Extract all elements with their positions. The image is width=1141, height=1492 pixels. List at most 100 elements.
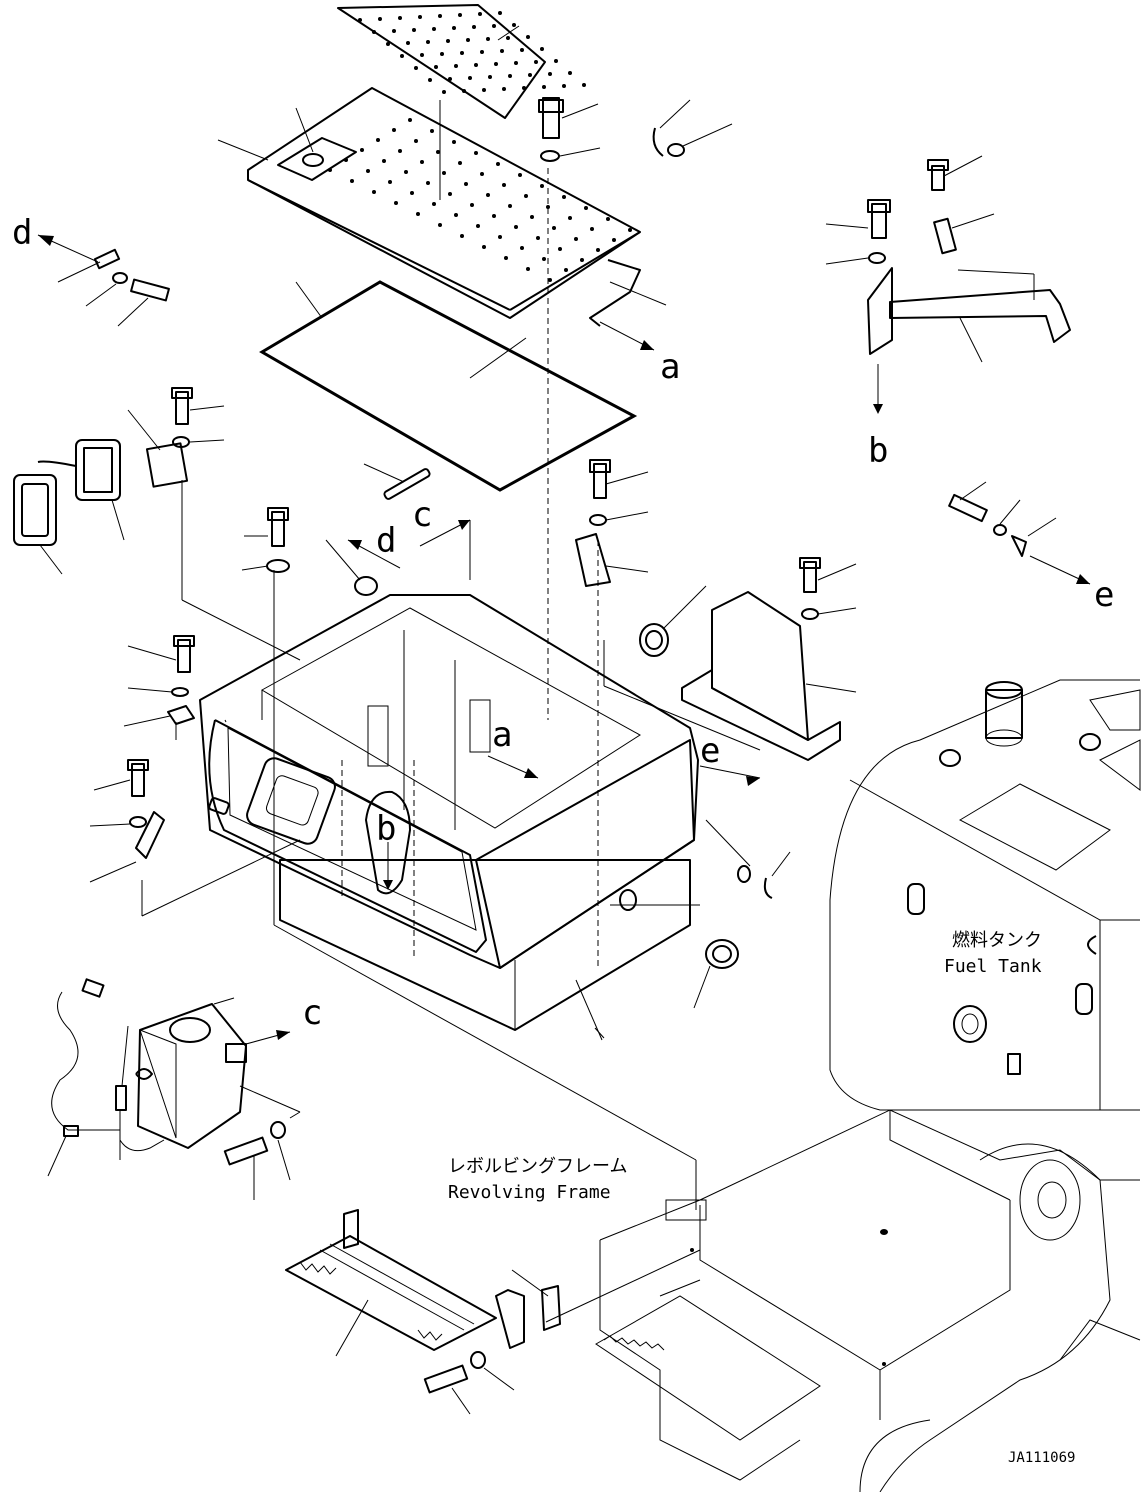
perforation-hole — [520, 48, 524, 52]
d-arrow-bracket — [37, 234, 170, 327]
letter-e-right: e — [1094, 575, 1114, 615]
perforation-hole — [446, 39, 450, 43]
perforation-hole — [432, 202, 436, 206]
perforation-hole — [452, 26, 456, 30]
perforation-hole — [584, 206, 588, 210]
perforation-hole — [546, 205, 550, 209]
work-lamp — [13, 387, 301, 661]
e-arrow-hardware — [948, 481, 1091, 585]
perforation-hole — [498, 11, 502, 15]
perforation-hole — [360, 148, 364, 152]
perforation-hole — [438, 14, 442, 18]
perforation-hole — [496, 162, 500, 166]
perforation-hole — [536, 236, 540, 240]
perforation-hole — [482, 88, 486, 92]
perforation-hole — [562, 195, 566, 199]
perforation-hole — [508, 74, 512, 78]
perforation-hole — [540, 47, 544, 51]
perforation-hole — [514, 61, 518, 65]
perforation-hole — [558, 247, 562, 251]
perforation-hole — [526, 35, 530, 39]
grommet-cap — [325, 539, 378, 596]
clamp-clip-lower — [705, 819, 791, 899]
letter-c-box: c — [412, 495, 432, 535]
perforation-hole — [568, 71, 572, 75]
perforation-hole — [530, 215, 534, 219]
perforation-hole — [494, 62, 498, 66]
letter-d-left: d — [12, 213, 32, 253]
perforation-hole — [534, 60, 538, 64]
perforation-hole — [628, 228, 632, 232]
perforation-hole — [474, 151, 478, 155]
perforation-hole — [434, 65, 438, 69]
perforation-hole — [426, 40, 430, 44]
perforation-hole — [382, 159, 386, 163]
perforation-hole — [480, 50, 484, 54]
perforation-hole — [358, 18, 362, 22]
perforation-hole — [406, 41, 410, 45]
letter-c-tank: c — [302, 993, 322, 1033]
perforation-hole — [378, 17, 382, 21]
perforation-hole — [474, 63, 478, 67]
perforation-hole — [574, 237, 578, 241]
fuel-tank-label-jp: 燃料タンク — [952, 930, 1042, 951]
perforation-hole — [392, 128, 396, 132]
letter-labels: d a b c d e a e b c 燃料タンク Fuel Tank レボルビ… — [12, 213, 1114, 1466]
perforation-hole — [398, 16, 402, 20]
letter-d-box: d — [376, 521, 396, 561]
perforation-hole — [460, 51, 464, 55]
perforation-hole — [498, 235, 502, 239]
perforation-hole — [554, 59, 558, 63]
perforation-hole — [482, 245, 486, 249]
step-bracket — [285, 1209, 701, 1415]
perforation-hole — [468, 76, 472, 80]
lid-gasket — [259, 280, 638, 492]
perforation-hole — [386, 42, 390, 46]
perforation-hole — [606, 217, 610, 221]
perforation-hole — [522, 86, 526, 90]
letter-a-top: a — [660, 347, 680, 387]
perforation-hole — [412, 28, 416, 32]
perforation-hole — [442, 90, 446, 94]
perforation-hole — [488, 75, 492, 79]
perforation-hole — [454, 213, 458, 217]
perforation-hole — [568, 216, 572, 220]
perforation-hole — [394, 201, 398, 205]
perforation-hole — [552, 226, 556, 230]
perforation-hole — [542, 257, 546, 261]
letter-e-box: e — [700, 731, 720, 771]
perforation-hole — [520, 246, 524, 250]
perforation-hole — [372, 190, 376, 194]
perforation-hole — [442, 171, 446, 175]
perforation-hole — [470, 203, 474, 207]
perforation-hole — [458, 161, 462, 165]
perforation-hole — [518, 173, 522, 177]
perforation-hole — [414, 66, 418, 70]
perforation-hole — [414, 139, 418, 143]
box-lid — [217, 87, 641, 319]
perforation-hole — [436, 150, 440, 154]
perforation-hole — [410, 191, 414, 195]
perforation-hole — [408, 118, 412, 122]
letter-b-box: b — [376, 809, 396, 849]
perforation-hole — [392, 29, 396, 33]
perforation-hole — [500, 49, 504, 53]
washer-tank — [47, 978, 301, 1200]
reference-arrows — [347, 321, 761, 786]
perforation-hole — [540, 184, 544, 188]
lid-lock — [277, 137, 357, 181]
perforation-hole — [466, 38, 470, 42]
perforation-hole — [486, 193, 490, 197]
perforation-hole — [448, 192, 452, 196]
perforation-hole — [502, 87, 506, 91]
perforation-hole — [452, 140, 456, 144]
lid-stay-rod — [589, 259, 667, 327]
fuel-tank-label-en: Fuel Tank — [944, 956, 1042, 977]
revolving-frame-label-en: Revolving Frame — [448, 1182, 611, 1203]
perforation-hole — [462, 89, 466, 93]
perforation-hole — [582, 83, 586, 87]
perforation-hole — [502, 183, 506, 187]
perforation-hole — [416, 212, 420, 216]
perforation-hole — [426, 181, 430, 185]
